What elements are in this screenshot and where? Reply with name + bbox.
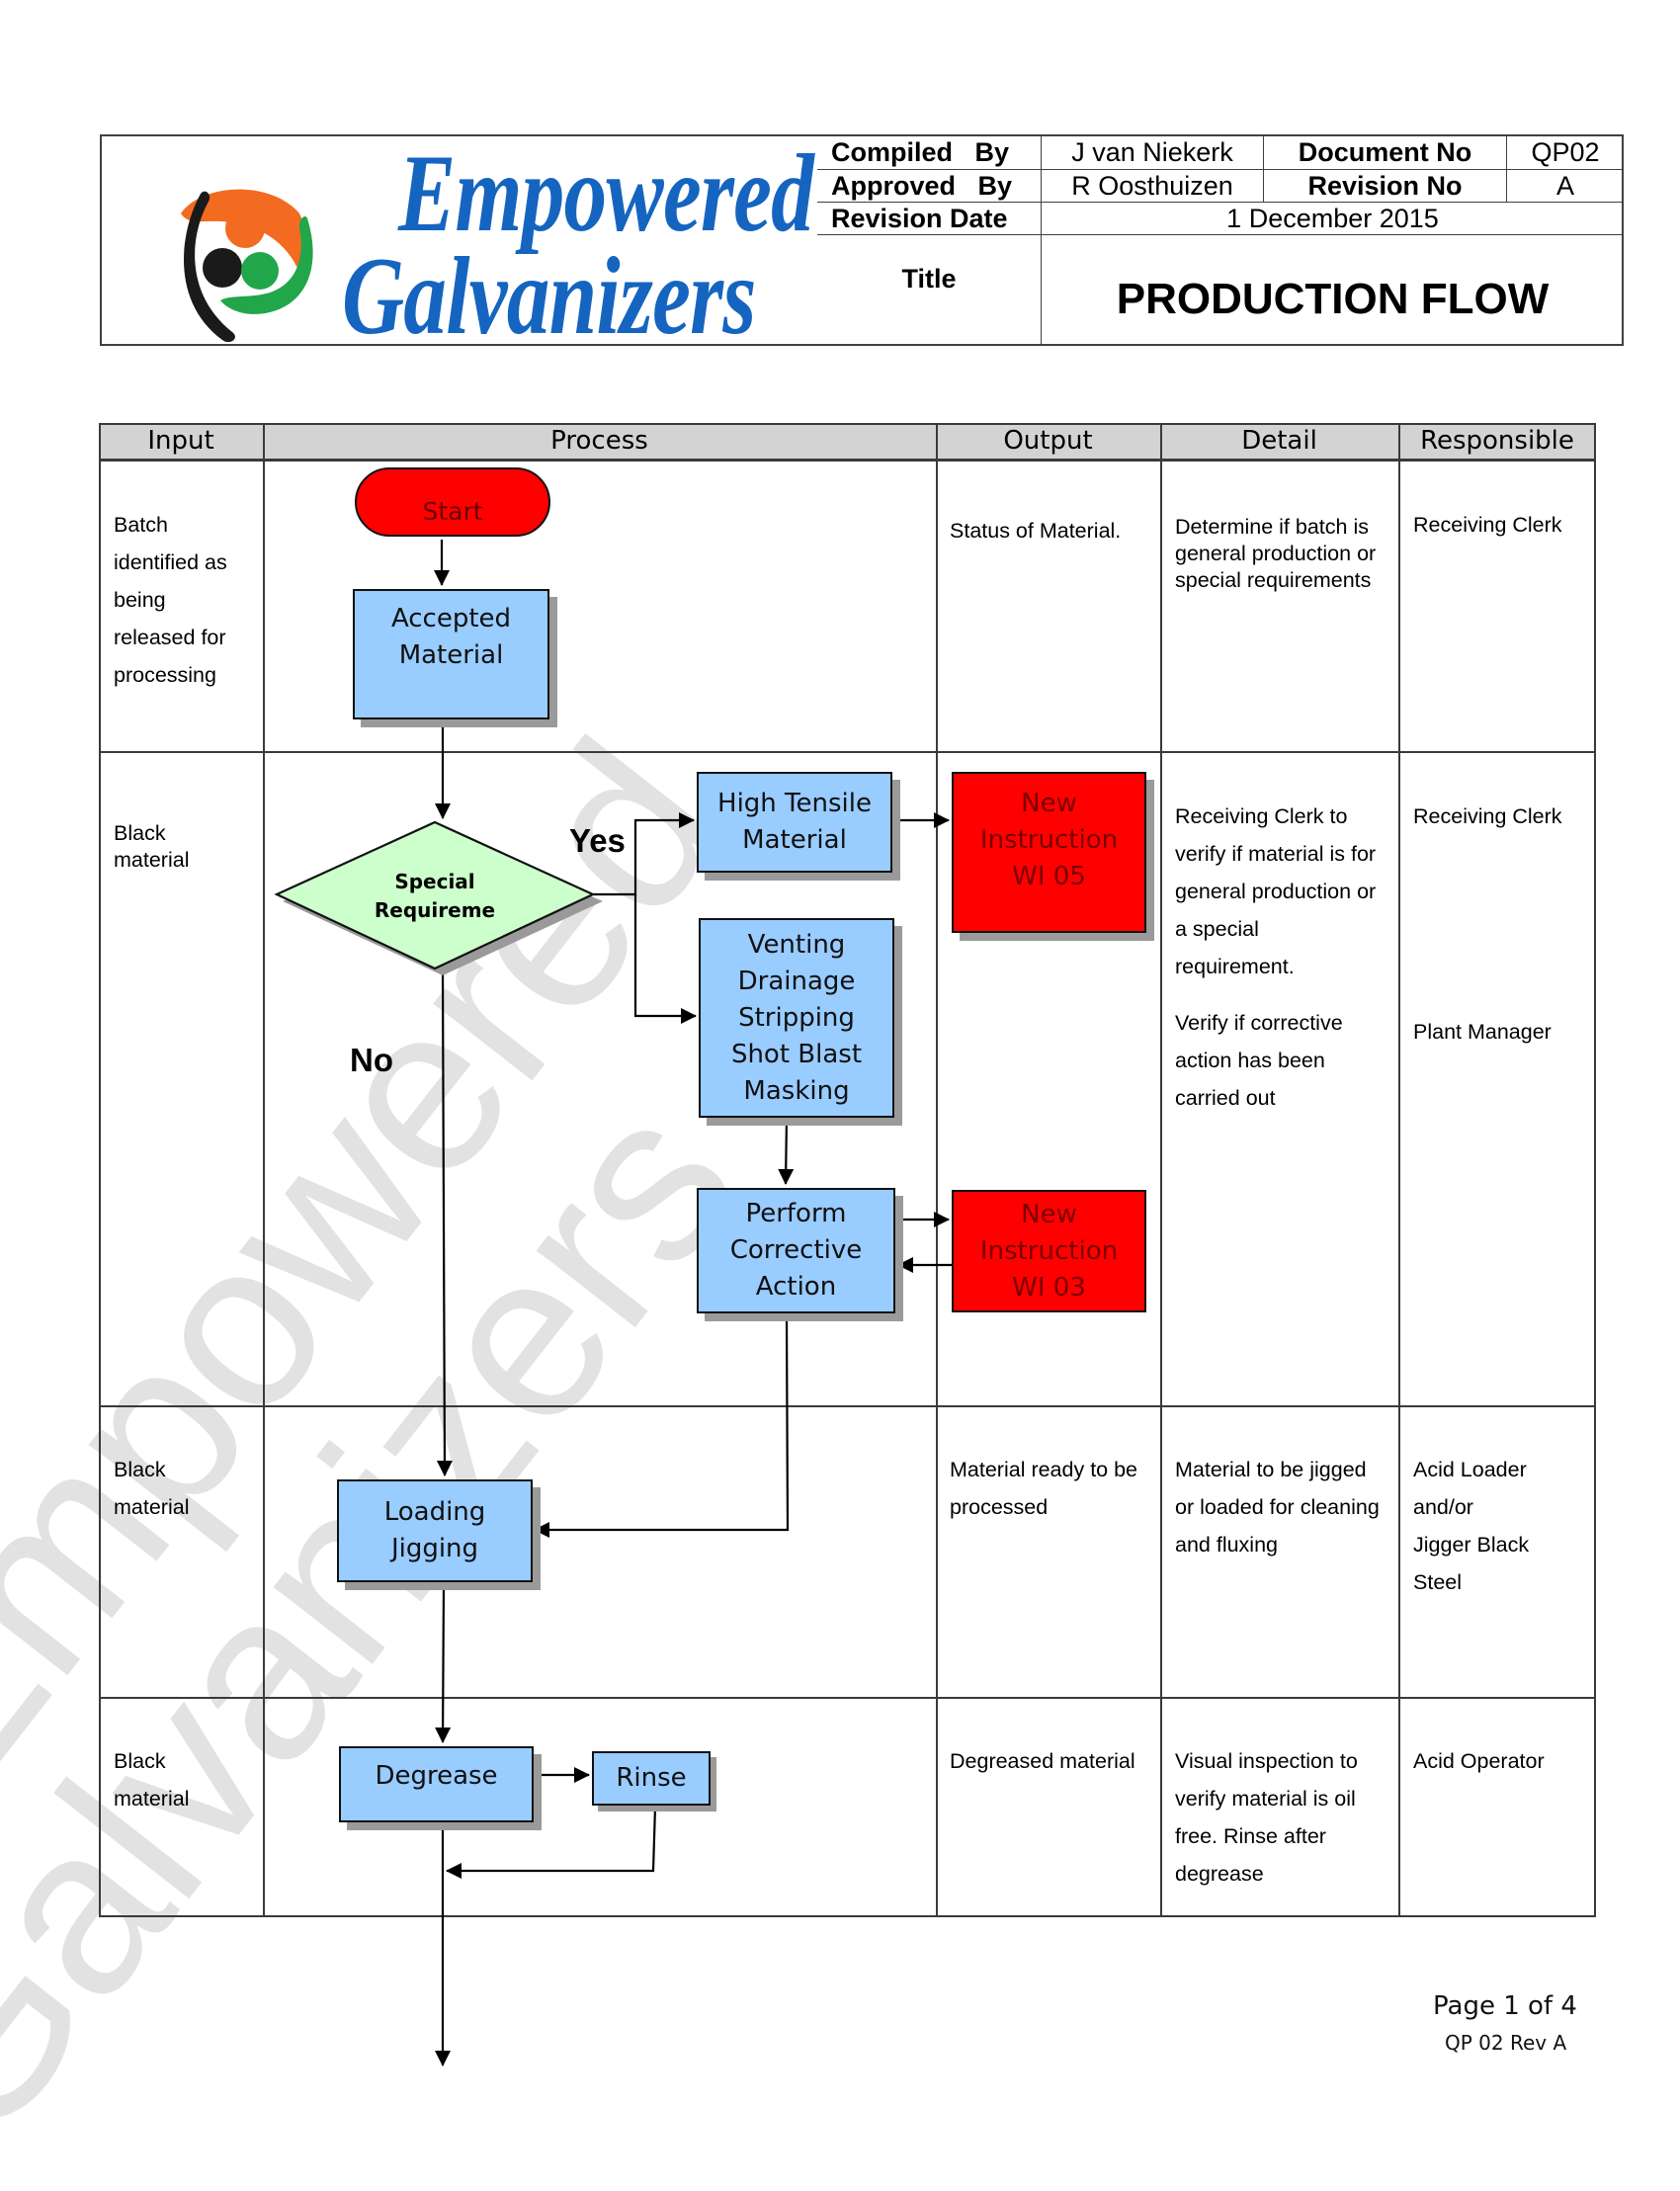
loading-jigging-label: Loading Jigging [383,1497,486,1563]
row2-input: Black material [114,821,190,872]
page-number: Page 1 of 4 [1433,1991,1577,2021]
brand-name-line2: Galvanizers [342,235,756,358]
row1-responsible: Receiving Clerk [1413,513,1562,537]
table-border [99,1915,1596,1917]
rinse-label: Rinse [616,1763,687,1793]
column-header-responsible: Responsible [1398,423,1596,459]
table-divider [99,1405,1596,1407]
column-header-detail: Detail [1160,423,1398,459]
instruction-wi05-label: New Instruction WI 05 [979,789,1119,891]
revision-date-label: Revision Date [817,203,1042,235]
row2-responsible-2: Plant Manager [1413,1020,1552,1044]
row4-detail: Visual inspection to verify material is … [1175,1749,1358,1886]
table-divider [936,423,938,1917]
row3-output: Material ready to be processed [950,1458,1138,1519]
table-border [1594,423,1596,1917]
high-tensile-label: High Tensile Material [717,789,872,855]
instruction-wi03-label: New Instruction WI 03 [979,1199,1119,1303]
document-header: Empowered Galvanizers Compiled By J van … [100,132,1624,358]
revision-date-value: 1 December 2015 [1042,203,1624,235]
yes-label: Yes [569,822,626,859]
row4-input: Black material [114,1749,190,1811]
document-no-value: QP02 [1507,136,1624,170]
column-header-process: Process [263,423,936,459]
document-info-table: Compiled By J van Niekerk Document No QP… [817,136,1624,344]
table-border [99,423,1596,425]
loading-jigging-box: Loading Jigging [337,1479,533,1582]
accepted-material-box: Accepted Material [353,589,549,719]
row3-detail: Material to be jigged or loaded for clea… [1175,1458,1380,1557]
venting-label: Venting Drainage Stripping Shot Blast Ma… [730,929,863,1106]
document-no-label: Document No [1264,136,1507,170]
corrective-action-label: Perform Corrective Action [729,1199,863,1302]
row3-input: Black material [114,1458,190,1519]
approved-by-value: R Oosthuizen [1042,170,1264,203]
row1-detail: Determine if batch is general production… [1175,515,1377,592]
row1-output: Status of Material. [950,519,1122,543]
row2-detail-2: Verify if corrective action has been car… [1175,1011,1343,1110]
production-flow-table: Input Process Output Detail Responsible … [99,423,1596,1917]
instruction-wi03-box: New Instruction WI 03 [952,1190,1146,1312]
row4-responsible: Acid Operator [1413,1749,1545,1773]
row4-output: Degreased material [950,1749,1135,1773]
company-logo-icon [181,189,313,342]
decision-label: Special Requireme [374,870,496,922]
document-title: PRODUCTION FLOW [1116,275,1550,323]
revision-no-value: A [1507,170,1624,203]
table-border [99,423,101,1917]
start-label: Start [422,496,483,526]
document-reference: QP 02 Rev A [1445,2031,1567,2055]
rinse-box: Rinse [592,1751,711,1806]
title-label: Title [817,235,1042,344]
compiled-by-value: J van Niekerk [1042,136,1264,170]
row2-detail: Receiving Clerk to verify if material is… [1175,804,1377,978]
instruction-wi05-box: New Instruction WI 05 [952,772,1146,933]
revision-no-label: Revision No [1264,170,1507,203]
start-terminator: Start [355,467,550,537]
approved-by-label: Approved By [817,170,1042,203]
table-divider [99,1697,1596,1699]
table-divider [99,459,1596,462]
venting-box: Venting Drainage Stripping Shot Blast Ma… [699,918,894,1118]
accepted-material-label: Accepted Material [390,604,512,670]
table-divider [1398,423,1400,1917]
degrease-box: Degrease [339,1746,534,1822]
brand-name-line1: Empowered [398,132,814,255]
table-divider [1160,423,1162,1917]
corrective-action-box: Perform Corrective Action [697,1188,895,1313]
logo-area: Empowered Galvanizers [102,132,818,358]
high-tensile-box: High Tensile Material [697,772,892,873]
row3-responsible: Acid Loader and/or Jigger Black Steel [1413,1458,1530,1594]
degrease-label: Degrease [375,1761,498,1791]
column-header-input: Input [99,423,263,459]
row1-input: Batch identified as being released for p… [114,513,227,687]
row2-responsible: Receiving Clerk [1413,804,1562,828]
no-label: No [350,1042,393,1078]
table-divider [99,751,1596,753]
column-header-output: Output [936,423,1160,459]
compiled-by-label: Compiled By [817,136,1042,170]
table-divider [263,423,265,1917]
